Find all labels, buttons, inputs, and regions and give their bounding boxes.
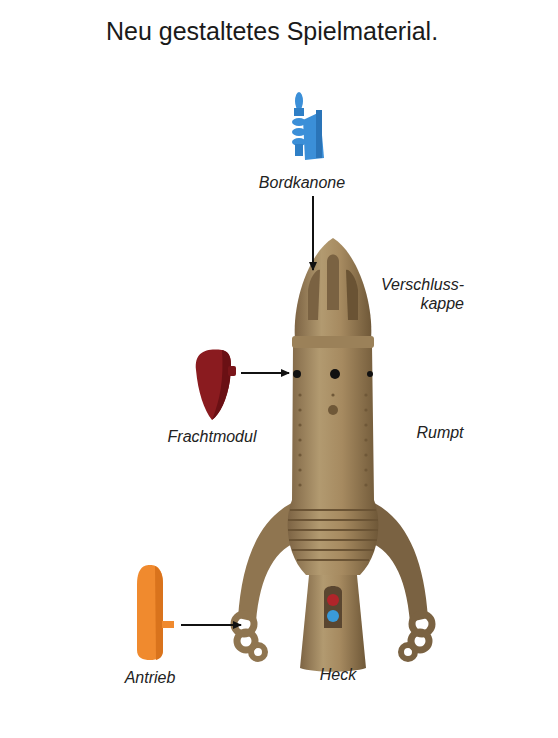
part-label: Bordkanone bbox=[252, 173, 352, 192]
engine-part bbox=[137, 565, 174, 660]
part-label: Antrieb bbox=[115, 668, 185, 687]
cannon-part bbox=[292, 92, 324, 160]
rocket-nozzle bbox=[300, 565, 366, 672]
nose-cap bbox=[292, 238, 374, 348]
part-label: Rumpt bbox=[410, 423, 470, 442]
part-label: Verschluss- kappe bbox=[372, 275, 464, 313]
page-title: Neu gestaltetes Spielmaterial. bbox=[106, 17, 438, 46]
leader-arrow bbox=[181, 196, 313, 625]
cargo-part bbox=[196, 350, 236, 420]
rocket-body bbox=[288, 345, 379, 575]
part-label: Heck bbox=[308, 665, 368, 684]
part-label: Frachtmodul bbox=[162, 427, 262, 446]
